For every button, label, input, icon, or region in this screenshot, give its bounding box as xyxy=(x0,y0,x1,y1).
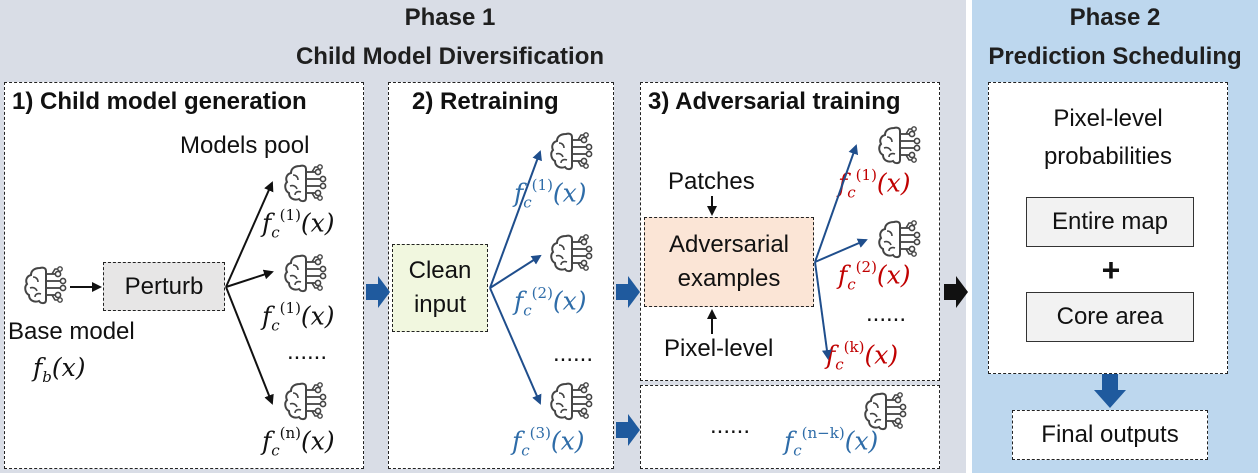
child-model-1-brain-icon xyxy=(282,160,328,206)
adv-child-k-function: fc(k)(x) xyxy=(826,338,899,374)
panel-remaining-models xyxy=(640,385,940,469)
retrain-child-1-function: fc(1)(x) xyxy=(514,176,587,212)
child-model-n-brain-icon xyxy=(282,378,328,424)
panel1-ellipsis: ...... xyxy=(287,338,328,365)
adv-model-1-brain-icon xyxy=(876,122,922,168)
pixel-level-probabilities-label: Pixel-level probabilities xyxy=(1043,105,1173,170)
retrain-model-2-brain-icon xyxy=(548,230,594,276)
adv-model-2-brain-icon xyxy=(876,216,922,262)
phase2-title: Phase 2 xyxy=(1069,4,1161,31)
adversarial-examples-box: Adversarial examples xyxy=(644,217,814,307)
patches-label: Patches xyxy=(668,168,755,195)
child-model-1-function: fc(1)(x) xyxy=(262,206,335,242)
retrain-child-2-function: fc(2)(x) xyxy=(514,284,587,320)
phase1-subtitle: Child Model Diversification xyxy=(295,43,605,70)
core-area-box: Core area xyxy=(1026,292,1194,342)
remaining-child-function: fc(n−k)(x) xyxy=(784,424,879,460)
pixel-level-label: Pixel-level xyxy=(664,335,774,362)
phase2-subtitle: Prediction Scheduling xyxy=(988,43,1242,70)
phase1-title: Phase 1 xyxy=(404,4,496,31)
retrain-model-1-brain-icon xyxy=(548,128,594,174)
retrain-child-3-function: fc(3)(x) xyxy=(512,424,585,460)
entire-map-box: Entire map xyxy=(1026,197,1194,247)
panel2-ellipsis: ...... xyxy=(553,340,594,367)
adv-child-2-function: fc(2)(x) xyxy=(838,258,911,294)
panel3-title: 3) Adversarial training xyxy=(648,88,901,115)
final-outputs-box: Final outputs xyxy=(1012,410,1208,460)
adv-child-1-function: fc(1)(x) xyxy=(838,166,911,202)
panel4-ellipsis: ...... xyxy=(710,412,751,439)
clean-input-box: Clean input xyxy=(392,244,488,332)
perturb-box: Perturb xyxy=(103,262,225,311)
panel3-ellipsis: ...... xyxy=(866,300,907,327)
plus-sign: + xyxy=(1101,251,1121,288)
base-model-function: fb(x) xyxy=(33,353,86,386)
panel1-title: 1) Child model generation xyxy=(12,88,307,115)
base-model-brain-icon xyxy=(22,262,68,308)
remaining-model-brain-icon xyxy=(862,388,908,434)
child-model-n-function: fc(n)(x) xyxy=(262,424,335,460)
child-model-2-brain-icon xyxy=(282,250,328,296)
retrain-model-3-brain-icon xyxy=(548,378,594,424)
child-model-2-function: fc(1)(x) xyxy=(262,299,335,335)
panel2-title: 2) Retraining xyxy=(412,88,559,115)
base-model-label: Base model xyxy=(8,318,135,345)
models-pool-label: Models pool xyxy=(180,132,310,159)
